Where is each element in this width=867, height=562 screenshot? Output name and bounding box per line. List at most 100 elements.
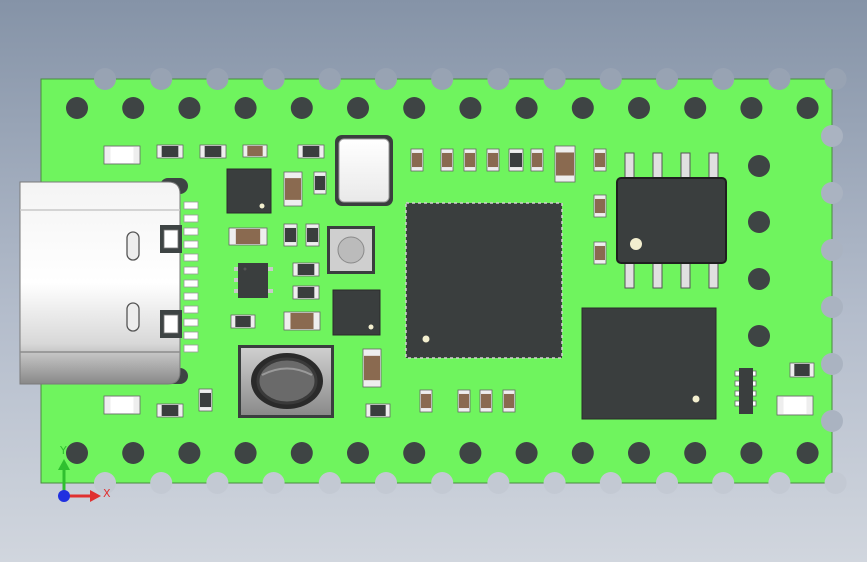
smd-passive bbox=[502, 389, 516, 413]
through-hole bbox=[628, 442, 650, 464]
smd-passive bbox=[365, 403, 391, 418]
edge-notch bbox=[599, 472, 622, 494]
power-module[interactable] bbox=[581, 307, 717, 420]
through-hole bbox=[347, 442, 369, 464]
qfn-microcontroller[interactable] bbox=[405, 202, 563, 359]
smd-passive bbox=[305, 223, 320, 247]
smd-passive bbox=[228, 227, 268, 246]
edge-notch bbox=[431, 68, 454, 90]
smd-passive bbox=[419, 389, 433, 413]
edge-notch bbox=[262, 472, 285, 494]
through-hole bbox=[740, 442, 763, 464]
edge-notch bbox=[824, 472, 847, 494]
through-hole bbox=[403, 97, 426, 119]
smd-passive bbox=[283, 223, 298, 247]
edge-notch bbox=[431, 472, 454, 494]
smd-passive bbox=[508, 148, 524, 172]
right-column-holes bbox=[748, 155, 770, 347]
smd-passive bbox=[292, 262, 320, 277]
top-row-holes bbox=[66, 97, 819, 119]
edge-notch bbox=[656, 472, 678, 494]
smd-passive bbox=[593, 148, 607, 172]
smd-passive bbox=[457, 389, 471, 413]
edge-notch bbox=[487, 472, 510, 494]
through-hole bbox=[290, 442, 313, 464]
smd-passive bbox=[156, 144, 184, 159]
smd-passive bbox=[103, 395, 141, 415]
smd-passive bbox=[297, 144, 325, 159]
edge-notch bbox=[94, 472, 116, 494]
edge-notch bbox=[206, 68, 229, 90]
edge-notch bbox=[821, 296, 843, 318]
through-hole bbox=[796, 442, 819, 464]
through-hole bbox=[66, 442, 88, 464]
edge-notch bbox=[543, 68, 566, 90]
edge-notch bbox=[150, 68, 173, 90]
usb-c-connector[interactable] bbox=[19, 178, 199, 385]
edge-notch bbox=[768, 68, 791, 90]
edge-notch bbox=[712, 472, 735, 494]
through-hole bbox=[403, 442, 426, 464]
sot23-5-regulator[interactable] bbox=[234, 263, 273, 298]
soic8-flash-chip[interactable] bbox=[616, 152, 727, 289]
right-edge-notches bbox=[821, 125, 843, 432]
smd-passive bbox=[362, 348, 382, 388]
boot-switch[interactable] bbox=[327, 226, 375, 274]
smd-passive bbox=[242, 144, 268, 158]
edge-notch bbox=[150, 472, 173, 494]
smd-passive bbox=[486, 148, 500, 172]
edge-notch bbox=[375, 68, 397, 90]
edge-notch bbox=[821, 410, 843, 432]
through-hole bbox=[178, 442, 201, 464]
smd-passive bbox=[776, 395, 814, 416]
through-hole bbox=[290, 97, 313, 119]
passive-components bbox=[103, 144, 815, 418]
through-hole bbox=[459, 442, 482, 464]
edge-notch bbox=[318, 68, 341, 90]
edge-notch bbox=[375, 472, 397, 494]
smd-passive bbox=[230, 314, 256, 329]
small-qfn-ic-a[interactable] bbox=[226, 168, 272, 214]
through-hole bbox=[748, 211, 770, 233]
through-hole bbox=[459, 97, 482, 119]
edge-notch bbox=[318, 472, 341, 494]
smd-passive bbox=[313, 171, 327, 195]
through-hole bbox=[234, 97, 257, 119]
smd-passive bbox=[440, 148, 454, 172]
through-hole bbox=[347, 97, 369, 119]
crystal-oscillator[interactable] bbox=[335, 135, 393, 206]
through-hole bbox=[796, 97, 819, 119]
edge-notch bbox=[821, 125, 843, 147]
small-qfn-ic-b[interactable] bbox=[332, 289, 381, 336]
edge-notch bbox=[656, 68, 678, 90]
smd-passive bbox=[593, 194, 607, 218]
smd-passive bbox=[530, 148, 544, 172]
smd-passive bbox=[554, 145, 576, 183]
smd-passive bbox=[479, 389, 493, 413]
smd-passive bbox=[283, 311, 321, 331]
coordinate-triad: X Y bbox=[58, 444, 111, 502]
x-axis-label: X bbox=[103, 487, 111, 500]
through-hole bbox=[66, 97, 88, 119]
top-edge-notches bbox=[94, 68, 847, 90]
edge-notch bbox=[487, 68, 510, 90]
edge-notch bbox=[821, 182, 843, 204]
smd-passive bbox=[292, 285, 320, 300]
through-hole bbox=[178, 97, 201, 119]
z-axis-dot bbox=[58, 490, 70, 502]
edge-notch bbox=[821, 239, 843, 261]
through-hole bbox=[628, 97, 650, 119]
resistor-array[interactable] bbox=[734, 368, 757, 414]
through-hole bbox=[122, 97, 145, 119]
through-hole bbox=[684, 442, 707, 464]
edge-notch bbox=[599, 68, 622, 90]
edge-notch bbox=[206, 472, 229, 494]
smd-passive bbox=[103, 145, 141, 165]
tactile-push-button[interactable] bbox=[238, 345, 334, 418]
smd-passive bbox=[593, 241, 607, 265]
edge-notch bbox=[824, 68, 847, 90]
through-hole bbox=[571, 97, 594, 119]
edge-notch bbox=[94, 68, 116, 90]
smd-passive bbox=[789, 362, 815, 378]
